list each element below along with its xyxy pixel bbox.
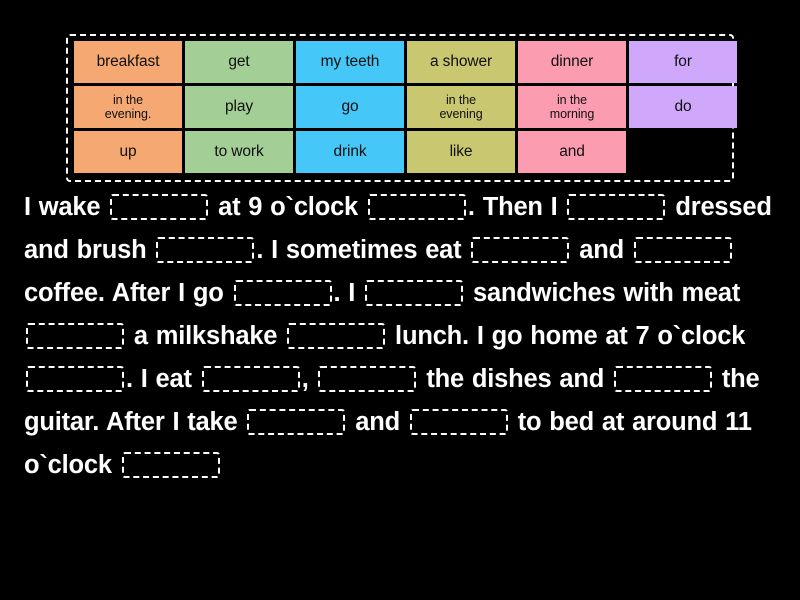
word-tile[interactable]: drink	[296, 131, 404, 173]
sentence-text: the guitar. After I take	[24, 365, 768, 436]
sentence-text: I wake	[24, 193, 109, 221]
answer-blank[interactable]	[567, 194, 666, 220]
sentence-text: the dishes and	[418, 365, 612, 393]
answer-blank[interactable]	[318, 366, 417, 392]
answer-blank[interactable]	[201, 366, 300, 392]
sentence-text: ,	[301, 365, 317, 393]
gap-fill-sentence: I wake at 9 o`clock . Then I dressed and…	[24, 186, 780, 487]
word-tile[interactable]: a shower	[407, 41, 515, 83]
word-tile[interactable]: and	[518, 131, 626, 173]
answer-blank[interactable]	[409, 409, 508, 435]
sentence-text: coffee. After I go	[24, 236, 742, 307]
answer-blank[interactable]	[247, 409, 346, 435]
word-tile-empty	[629, 131, 737, 173]
sentence-text: at 9 o`clock	[210, 193, 366, 221]
answer-blank[interactable]	[26, 366, 124, 392]
answer-blank[interactable]	[365, 280, 464, 306]
word-tile[interactable]: do	[629, 86, 737, 128]
answer-blank[interactable]	[233, 280, 332, 306]
sentence-text: . I sometimes eat	[256, 236, 470, 264]
answer-blank[interactable]	[613, 366, 712, 392]
word-tile[interactable]: dinner	[518, 41, 626, 83]
sentence-text: . I	[333, 279, 364, 307]
sentence-text: a milkshake	[126, 322, 286, 350]
answer-blank[interactable]	[110, 194, 209, 220]
sentence-text: sandwiches with meat	[465, 279, 749, 307]
sentence-text: to bed at around 11 o`clock	[24, 408, 760, 479]
word-tile[interactable]: my teeth	[296, 41, 404, 83]
sentence-text: lunch. I go home at 7 o`clock	[387, 322, 754, 350]
word-tile[interactable]: get	[185, 41, 293, 83]
sentence-text: . Then I	[467, 193, 566, 221]
answer-blank[interactable]	[633, 237, 732, 263]
answer-blank[interactable]	[156, 237, 255, 263]
word-tile[interactable]: breakfast	[74, 41, 182, 83]
word-tile[interactable]: for	[629, 41, 737, 83]
answer-blank[interactable]	[121, 452, 220, 478]
word-tile[interactable]: to work	[185, 131, 293, 173]
answer-blank[interactable]	[26, 323, 124, 349]
word-tile[interactable]: play	[185, 86, 293, 128]
sentence-text: dressed and brush	[24, 193, 780, 264]
word-tile[interactable]: go	[296, 86, 404, 128]
answer-blank[interactable]	[287, 323, 386, 349]
answer-blank[interactable]	[471, 237, 570, 263]
sentence-text: . I eat	[126, 365, 200, 393]
word-tile[interactable]: like	[407, 131, 515, 173]
word-tile[interactable]: up	[74, 131, 182, 173]
sentence-text: and	[347, 408, 408, 436]
sentence-text: and	[571, 236, 632, 264]
answer-blank[interactable]	[367, 194, 466, 220]
